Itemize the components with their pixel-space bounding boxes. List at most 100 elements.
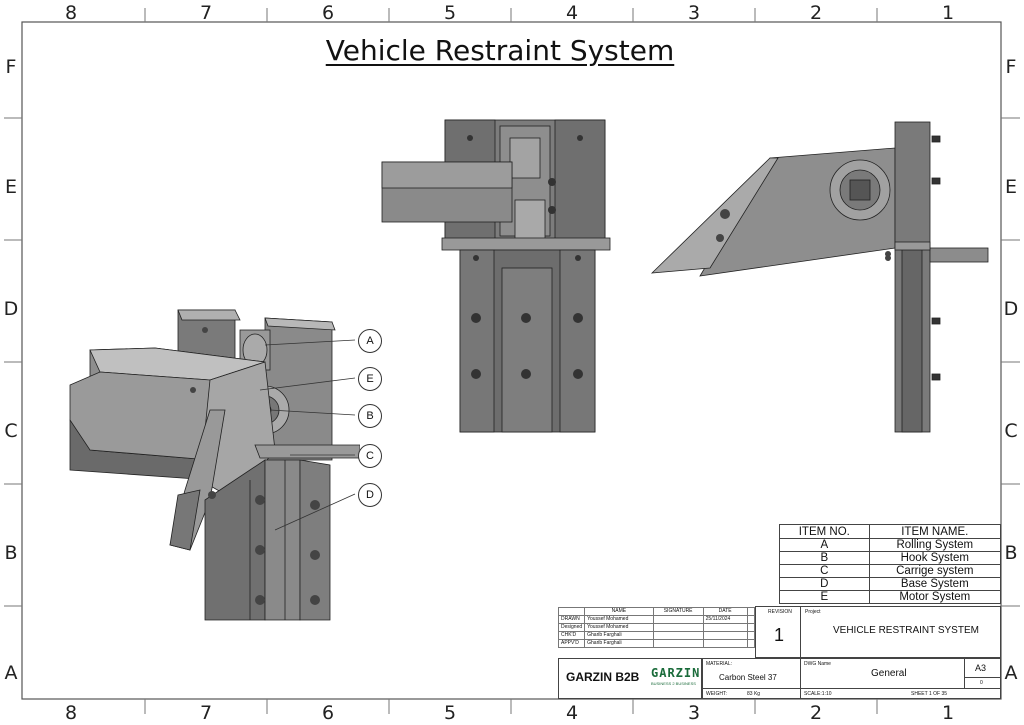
zone-col-label: 5 xyxy=(443,2,457,24)
scale: SCALE:1:10 xyxy=(804,691,832,697)
callout-b: B xyxy=(358,404,382,428)
zone-row-label: F xyxy=(5,56,17,78)
sig-row: DRAWN Youssef Mohamed 25/11/2024 xyxy=(557,615,756,624)
material-box: MATERIAL: Carbon Steel 37 xyxy=(702,658,801,689)
zone-row-label: A xyxy=(4,662,18,684)
sig-header-date: DATE xyxy=(702,607,748,616)
size-box: A3 xyxy=(964,658,1001,678)
sig-date xyxy=(702,639,748,648)
isometric-view xyxy=(69,309,360,621)
callout-d: D xyxy=(358,483,382,507)
sig-date: 25/11/2024 xyxy=(702,615,748,624)
revision-value: 1 xyxy=(774,625,785,645)
side-view xyxy=(650,121,989,433)
sig-role: Designed xyxy=(557,623,586,632)
sig-name: Youssef Mohamed xyxy=(584,615,654,624)
zone-row-label: B xyxy=(1004,542,1018,564)
project-box: Project VEHICLE RESTRAINT SYSTEM xyxy=(800,606,1001,658)
project-name: VEHICLE RESTRAINT SYSTEM xyxy=(833,625,979,636)
dwg-name-label: DWG Name xyxy=(804,661,831,667)
bom-header-name: ITEM NAME. xyxy=(868,524,1002,539)
zone-col-label: 3 xyxy=(687,702,701,724)
zone-col-label: 7 xyxy=(199,702,213,724)
drawing-title: Vehicle Restraint System xyxy=(325,34,675,67)
sheet-size: A3 xyxy=(975,663,987,673)
zone-col-label: 6 xyxy=(321,702,335,724)
zone-row-label: A xyxy=(1004,662,1018,684)
bom-name: Hook System xyxy=(868,551,1002,565)
weight-box: WEIGHT: 83 Kg xyxy=(702,688,801,699)
sig-role: CHK'D xyxy=(557,631,586,640)
weight-label: WEIGHT: xyxy=(706,691,727,697)
front-view xyxy=(381,119,611,433)
callout-e: E xyxy=(358,367,382,391)
dwg-name-box: DWG Name General xyxy=(800,658,965,689)
bom-name: Base System xyxy=(868,577,1002,591)
zone-col-label: 3 xyxy=(687,2,701,24)
zone-col-label: 5 xyxy=(443,702,457,724)
callout-a: A xyxy=(358,329,382,353)
sig-date xyxy=(702,623,748,632)
zone-col-label: 7 xyxy=(199,2,213,24)
signature-table: NAME SIGNATURE DATE DRAWN Youssef Mohame… xyxy=(557,607,756,648)
zone-col-label: 1 xyxy=(941,702,955,724)
company-box: GARZIN B2B GARZIN BUSINESS 2 BUSINESS xyxy=(558,658,702,699)
zone-col-label: 4 xyxy=(565,702,579,724)
sig-row: CHK'D Gharib Farghali xyxy=(557,631,756,640)
material-label: MATERIAL: xyxy=(706,661,733,667)
sig-row: APPV'D Gharib Farghali xyxy=(557,639,756,648)
bom-name: Rolling System xyxy=(868,538,1002,552)
callout-c: C xyxy=(358,444,382,468)
bom-item: D xyxy=(779,577,870,591)
bom-item: A xyxy=(779,538,870,552)
sig-date xyxy=(702,631,748,640)
zone-row-label: B xyxy=(4,542,18,564)
zone-row-label: E xyxy=(1004,176,1017,198)
revision-box: REVISION 1 xyxy=(755,606,801,658)
sig-name: Gharib Farghali xyxy=(584,639,654,648)
bom-name: Motor System xyxy=(868,590,1002,604)
zone-col-label: 2 xyxy=(809,702,823,724)
company-logo-sub: BUSINESS 2 BUSINESS xyxy=(651,681,696,686)
zone-col-label: 4 xyxy=(565,2,579,24)
project-label: Project xyxy=(805,609,821,615)
sig-role: APPV'D xyxy=(557,639,586,648)
sig-role: DRAWN xyxy=(557,615,586,624)
zone-col-label: 1 xyxy=(941,2,955,24)
sig-header-signature: SIGNATURE xyxy=(652,607,704,616)
zone-row-label: F xyxy=(1005,56,1017,78)
weight-value: 83 Kg xyxy=(747,691,761,697)
zone-row-label: D xyxy=(3,298,19,320)
sig-name: Gharib Farghali xyxy=(584,631,654,640)
revision-label: REVISION xyxy=(768,609,792,615)
sig-header-name: NAME xyxy=(584,607,654,616)
scale-sheet-box: SCALE:1:10 SHEET 1 OF 35 xyxy=(800,688,1001,699)
material-value: Carbon Steel 37 xyxy=(719,673,777,682)
zone-col-label: 2 xyxy=(809,2,823,24)
bom-item: C xyxy=(779,564,870,578)
zone-row-label: C xyxy=(1004,420,1018,442)
sheet-rev: 0 xyxy=(980,680,983,686)
bom-name: Carrige system xyxy=(868,564,1002,578)
zone-col-label: 8 xyxy=(64,2,78,24)
sig-row: Designed Youssef Mohamed xyxy=(557,623,756,632)
zone-row-label: C xyxy=(4,420,18,442)
zone-row-label: E xyxy=(4,176,17,198)
bom-header-item: ITEM NO. xyxy=(779,524,870,539)
dwg-name-value: General xyxy=(871,668,907,679)
company-name: GARZIN B2B xyxy=(566,670,640,684)
sheet-number: SHEET 1 OF 35 xyxy=(911,691,948,697)
zone-row-label: D xyxy=(1003,298,1019,320)
bom-item: B xyxy=(779,551,870,565)
zone-col-label: 8 xyxy=(64,702,78,724)
sig-name: Youssef Mohamed xyxy=(584,623,654,632)
bom-item: E xyxy=(779,590,870,604)
